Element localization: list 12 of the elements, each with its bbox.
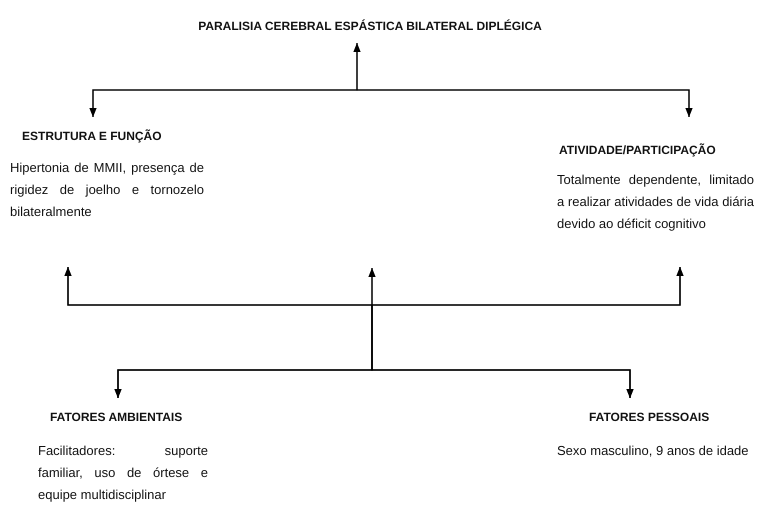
connector-arrow [368, 268, 634, 398]
description-text: Totalmente dependente, limitado a realizar atividades de vida diária devido ao déficit cognitivo [557, 171, 754, 233]
diagram-title: PARALISIA CEREBRAL ESPÁSTICA BILATERAL DIPLÉGICA [150, 10, 590, 43]
description-text: Sexo masculino, 9 anos de idade [557, 442, 750, 460]
section-heading: ATIVIDADE/PARTICIPAÇÃO [559, 143, 716, 157]
description-text: Hipertonia de MMII, presença de rigidez de joelho e tornozelo bilateralmente [10, 159, 204, 221]
connector-arrow [64, 267, 684, 306]
section-heading: FATORES AMBIENTAIS [50, 410, 182, 424]
description-text: Facilitadores: suporte familiar, uso de órtese e equipe multidisciplinar [38, 442, 208, 504]
section-heading: ESTRUTURA E FUNÇÃO [22, 129, 162, 143]
section-heading: FATORES PESSOAIS [589, 410, 710, 424]
connector-arrow [89, 89, 693, 117]
